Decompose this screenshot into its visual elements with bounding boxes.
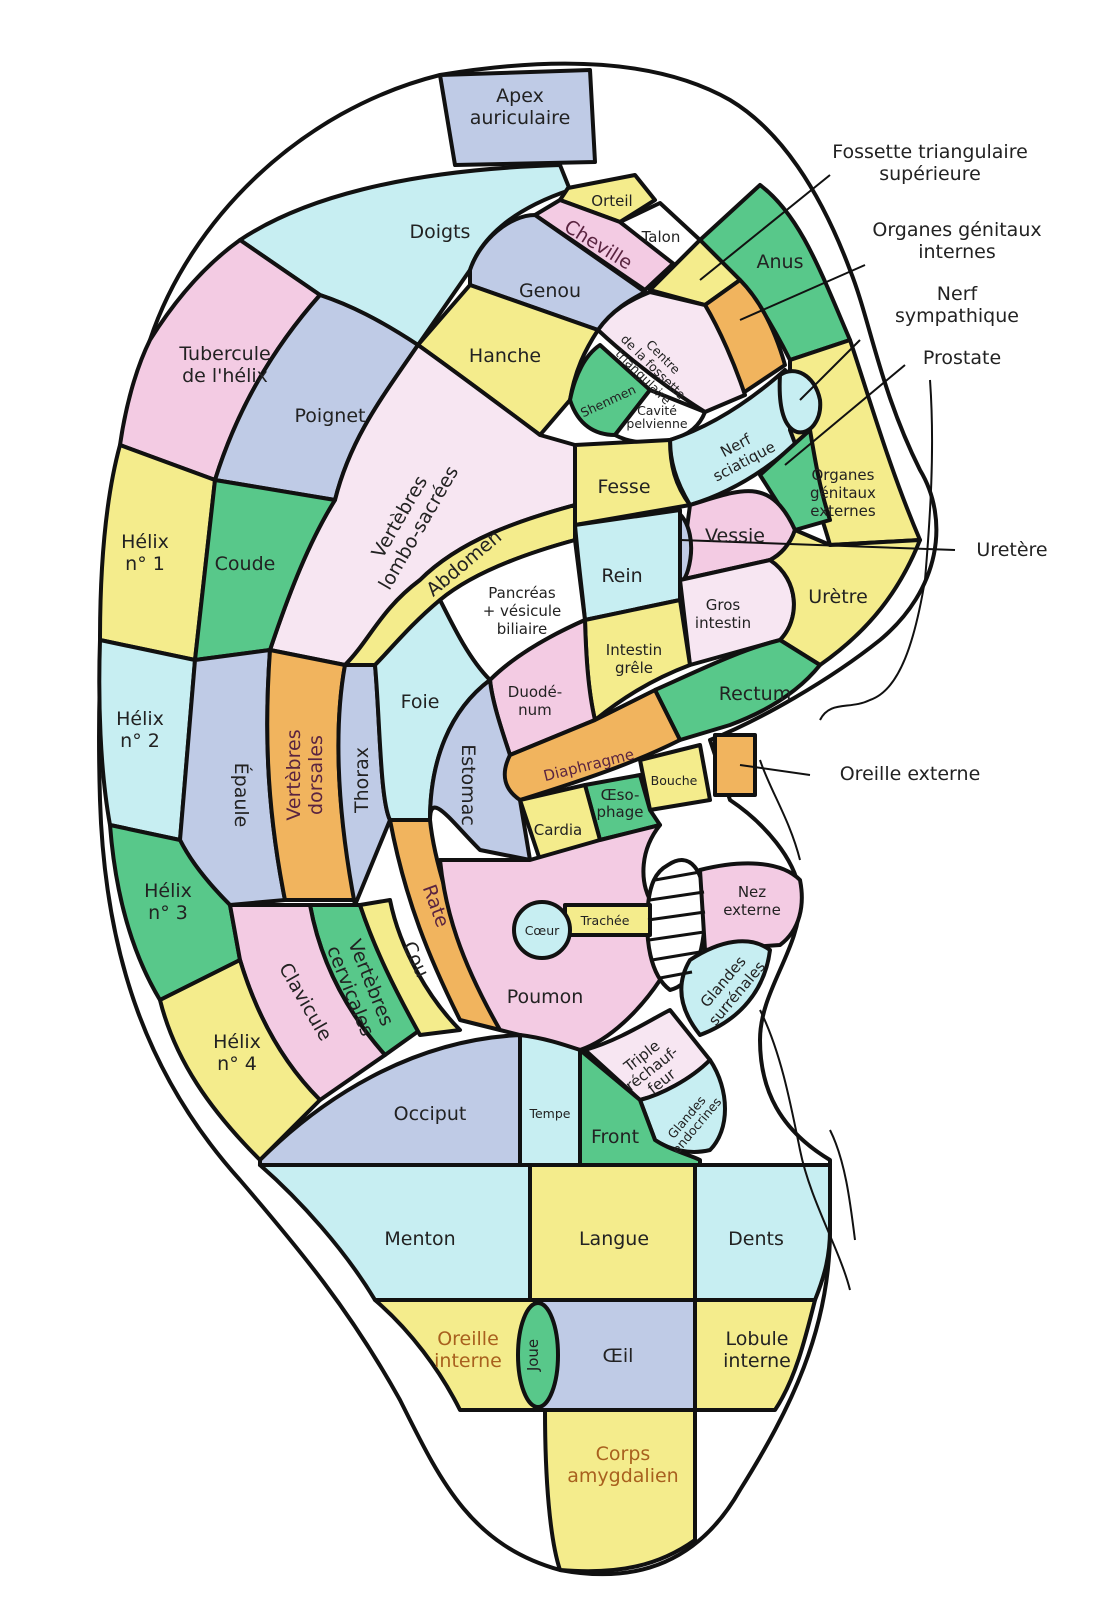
zone-prostate [758, 428, 832, 532]
label-orteil: Orteil [591, 192, 632, 210]
callout-oreille-externe: Oreille externe [840, 763, 981, 785]
zone-front [578, 1048, 702, 1167]
label-langue: Langue [579, 1228, 649, 1250]
zone-tempe [518, 1033, 582, 1167]
label-vessie: Vessie [705, 525, 765, 547]
label-joue: Joue [524, 1339, 542, 1372]
zone-apex [438, 68, 597, 167]
callout-uretere: Uretère [976, 539, 1047, 561]
label-talon: Talon [641, 228, 681, 246]
label-duodenum: Duodé-num [508, 683, 562, 719]
label-thorax: Thorax [351, 747, 373, 814]
label-dents: Dents [728, 1228, 784, 1250]
label-epaule: Épaule [230, 763, 253, 828]
label-doigts: Doigts [410, 221, 471, 243]
label-tempe: Tempe [528, 1106, 570, 1121]
label-uretre: Urètre [808, 586, 868, 608]
callout-lines [679, 174, 956, 776]
callout-prostate: Prostate [923, 347, 1001, 369]
label-trachee: Trachée [580, 913, 630, 928]
zone-nerf-sympathique [777, 369, 823, 435]
zone-cou [358, 898, 462, 1037]
label-hanche: Hanche [469, 345, 541, 367]
label-front: Front [591, 1126, 639, 1148]
label-foie: Foie [401, 691, 440, 713]
label-triple: Tripleréchauf-feur [612, 1030, 691, 1107]
label-rein: Rein [601, 565, 642, 587]
zone-lobule-interne [693, 1298, 817, 1412]
label-poignet: Poignet [295, 405, 366, 427]
zone-glandes-surrenales [679, 939, 772, 1037]
label-coude: Coude [215, 553, 276, 575]
label-bouche: Bouche [651, 773, 698, 788]
zone-orteil [558, 173, 657, 224]
zone-oreille-interne [373, 1298, 537, 1412]
ear-contour-lines [759, 379, 934, 1291]
label-oeil: Œil [603, 1345, 634, 1367]
zone-coeur [512, 900, 572, 960]
label-oesophage: Œso-phage [597, 786, 644, 821]
label-genou: Genou [519, 280, 581, 302]
label-coeur: Cœur [525, 923, 560, 938]
zone-diaphragme [502, 688, 682, 802]
zone-nez-externe [698, 861, 804, 952]
label-estomac: Estomac [457, 744, 479, 826]
label-menton: Menton [384, 1228, 455, 1250]
label-poumon: Poumon [507, 986, 584, 1008]
zone-centre-fossette [596, 290, 747, 414]
label-anus: Anus [757, 251, 804, 273]
label-vertebres-dorsales: Vertèbresdorsales [283, 729, 327, 820]
zone-rectum [653, 638, 822, 742]
label-rectum: Rectum [719, 683, 791, 705]
label-fesse: Fesse [597, 476, 650, 498]
label-occiput: Occiput [394, 1103, 467, 1125]
zone-joue [516, 1301, 560, 1409]
zone-oreille-externe [713, 733, 757, 797]
trachea-hatching [647, 870, 706, 980]
zone-estomac [428, 678, 532, 862]
label-cardia: Cardia [534, 821, 582, 839]
zone-uretre [768, 528, 922, 667]
zone-corps-amygdalien [543, 1408, 697, 1574]
